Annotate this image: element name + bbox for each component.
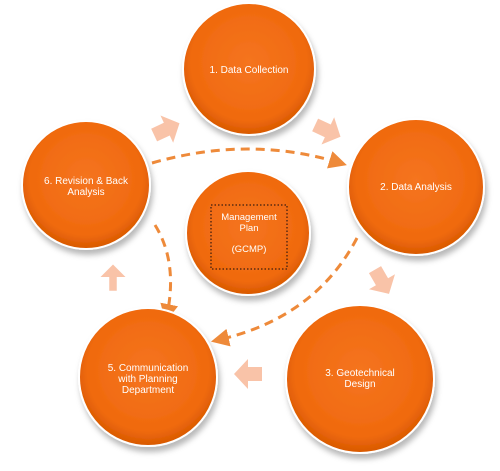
dashed-arrow-6-to-2	[151, 147, 347, 169]
circle-communication	[78, 307, 218, 447]
dashed-arrow-6-to-5	[153, 224, 179, 323]
circle-management-plan	[185, 170, 311, 296]
center-label-line3: (GCMP)	[231, 244, 267, 255]
center-label-line2: Plan	[239, 223, 259, 234]
circle-geotechnical-design	[285, 304, 435, 454]
block-arrow-3-to-5	[234, 359, 262, 389]
block-arrow-1-to-2	[312, 117, 341, 145]
block-arrow-6-to-1	[151, 115, 180, 143]
block-arrow-5-to-6	[100, 264, 126, 291]
dashed-arrow-2-to-5	[210, 237, 359, 347]
center-label-line1: Management	[221, 212, 277, 223]
circle-data-analysis	[347, 118, 485, 256]
circle-data-collection	[182, 2, 316, 136]
circle-revision	[21, 120, 151, 250]
block-arrow-2-to-3	[368, 266, 395, 294]
